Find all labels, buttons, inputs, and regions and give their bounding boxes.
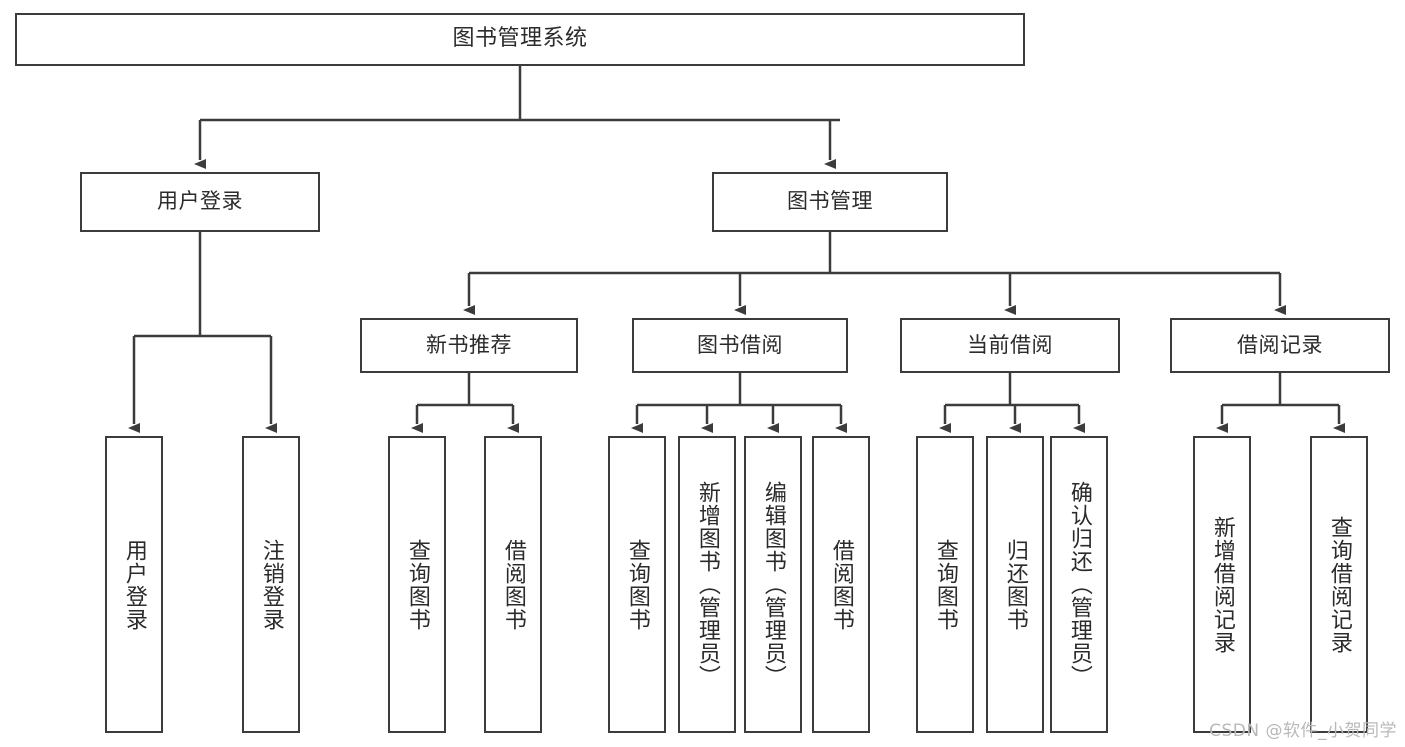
leaf-query-book-recommend-label: 查询图书 bbox=[404, 538, 430, 631]
node-borrow-record[interactable]: 借阅记录 bbox=[1170, 318, 1390, 373]
leaf-add-borrow-record[interactable]: 新增借阅记录 bbox=[1193, 436, 1251, 733]
node-current-borrow-label: 当前借阅 bbox=[967, 332, 1053, 357]
leaf-return-book[interactable]: 归还图书 bbox=[986, 436, 1044, 733]
leaf-borrow-book-recommend-label: 借阅图书 bbox=[500, 538, 526, 631]
leaf-query-book-current-label: 查询图书 bbox=[932, 538, 958, 631]
node-book-borrow[interactable]: 图书借阅 bbox=[632, 318, 848, 373]
node-book-borrow-label: 图书借阅 bbox=[697, 332, 783, 357]
leaf-borrow-book-label: 借阅图书 bbox=[828, 538, 854, 631]
leaf-borrow-book-recommend[interactable]: 借阅图书 bbox=[484, 436, 542, 733]
leaf-return-book-label: 归还图书 bbox=[1002, 538, 1028, 631]
node-user-login[interactable]: 用户登录 bbox=[80, 172, 320, 232]
leaf-add-book-admin-label: 新增图书（管理员） bbox=[694, 481, 720, 688]
leaf-borrow-book[interactable]: 借阅图书 bbox=[812, 436, 870, 733]
leaf-query-borrow-record[interactable]: 查询借阅记录 bbox=[1310, 436, 1368, 733]
leaf-confirm-return-admin-label: 确认归还（管理员） bbox=[1066, 481, 1092, 688]
leaf-user-logout-label: 注销登录 bbox=[258, 538, 284, 631]
leaf-user-logout[interactable]: 注销登录 bbox=[242, 436, 300, 733]
leaf-query-borrow-record-label: 查询借阅记录 bbox=[1326, 515, 1352, 654]
watermark-text: CSDN @软件_小贺同学 bbox=[1209, 721, 1397, 741]
leaf-query-book-borrow[interactable]: 查询图书 bbox=[608, 436, 666, 733]
leaf-add-book-admin[interactable]: 新增图书（管理员） bbox=[678, 436, 736, 733]
node-current-borrow[interactable]: 当前借阅 bbox=[900, 318, 1120, 373]
node-user-login-label: 用户登录 bbox=[157, 189, 243, 214]
node-new-book-recommend[interactable]: 新书推荐 bbox=[360, 318, 578, 373]
leaf-edit-book-admin-label: 编辑图书（管理员） bbox=[760, 481, 786, 688]
leaf-confirm-return-admin[interactable]: 确认归还（管理员） bbox=[1050, 436, 1108, 733]
node-borrow-record-label: 借阅记录 bbox=[1237, 332, 1323, 357]
node-new-book-recommend-label: 新书推荐 bbox=[426, 332, 512, 357]
node-book-management[interactable]: 图书管理 bbox=[712, 172, 948, 232]
node-root-label: 图书管理系统 bbox=[452, 26, 588, 52]
node-book-management-label: 图书管理 bbox=[787, 189, 873, 214]
leaf-query-book-recommend[interactable]: 查询图书 bbox=[388, 436, 446, 733]
node-root[interactable]: 图书管理系统 bbox=[15, 13, 1025, 66]
leaf-edit-book-admin[interactable]: 编辑图书（管理员） bbox=[744, 436, 802, 733]
leaf-user-login-label: 用户登录 bbox=[121, 538, 147, 631]
leaf-query-book-borrow-label: 查询图书 bbox=[624, 538, 650, 631]
leaf-user-login[interactable]: 用户登录 bbox=[105, 436, 163, 733]
leaf-add-borrow-record-label: 新增借阅记录 bbox=[1209, 515, 1235, 654]
leaf-query-book-current[interactable]: 查询图书 bbox=[916, 436, 974, 733]
